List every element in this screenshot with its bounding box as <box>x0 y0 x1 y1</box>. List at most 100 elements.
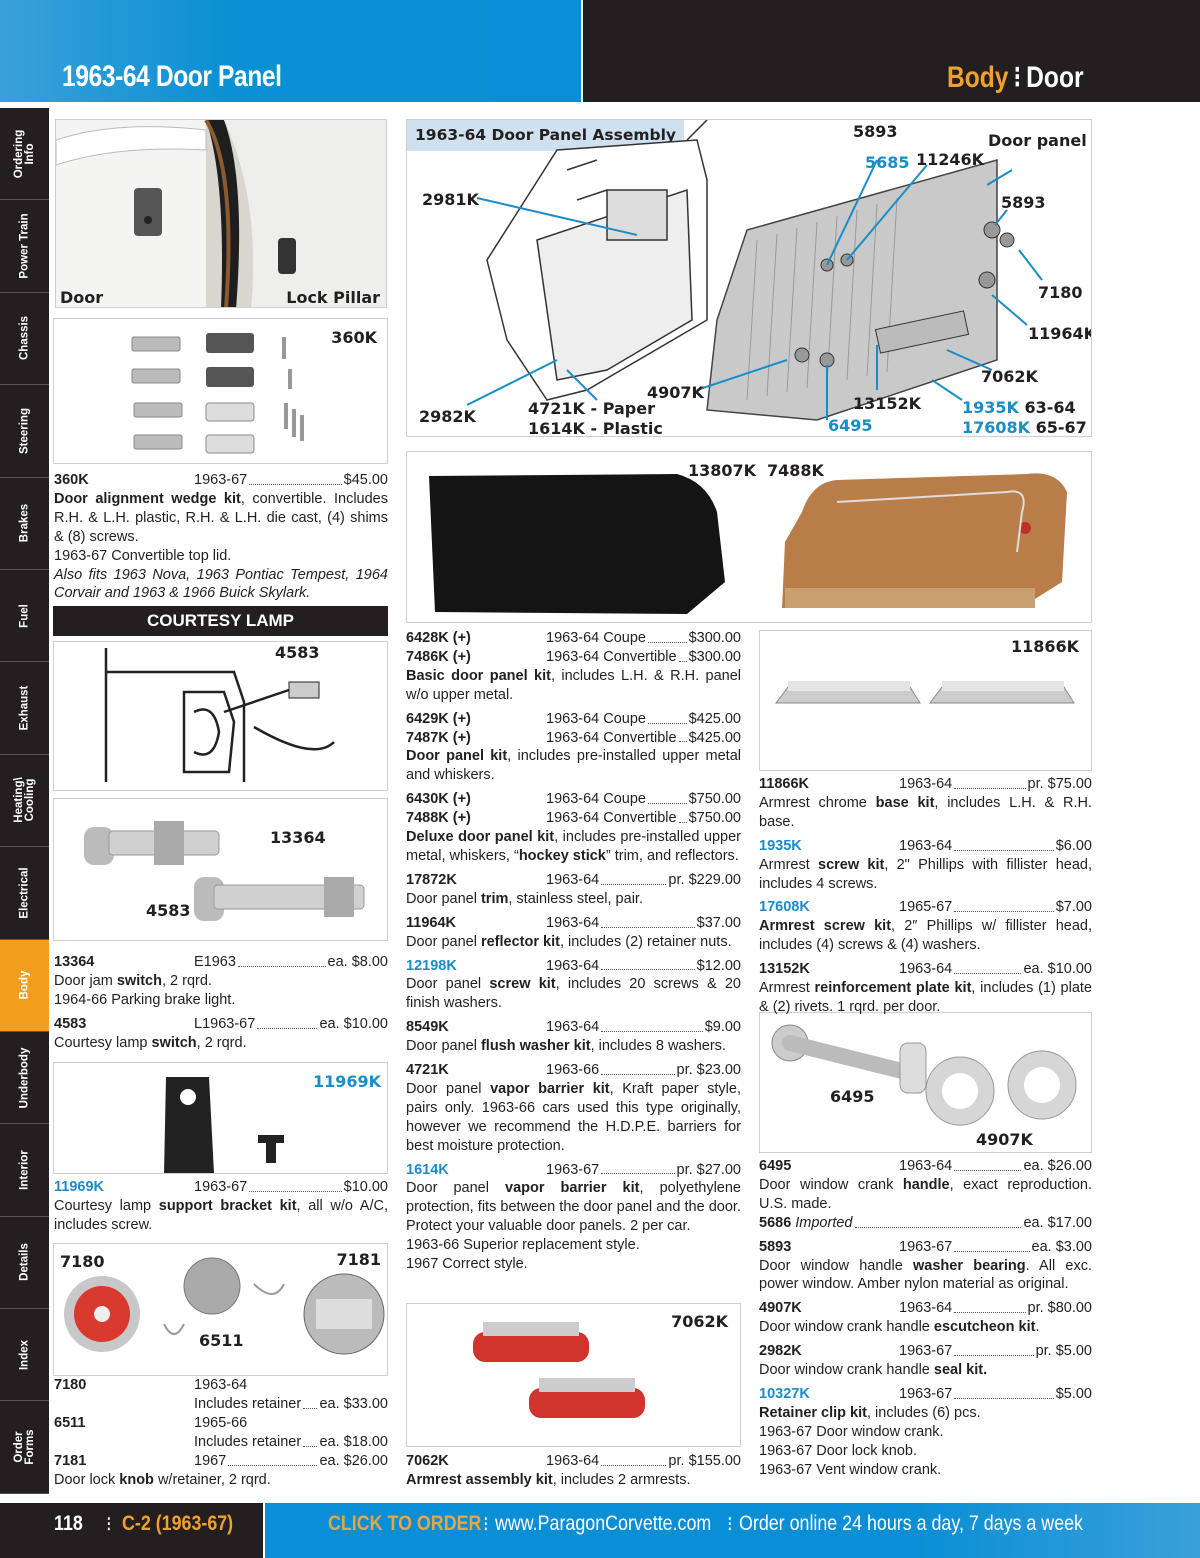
price: ea. $3.00 <box>1031 1238 1092 1255</box>
footer-page-bar <box>0 1503 263 1558</box>
tab-ordering-info[interactable]: Ordering Info <box>0 108 49 201</box>
tab-fuel[interactable]: Fuel <box>0 569 49 663</box>
door-panel-assembly-diagram: 1963-64 Door Panel Assembly 5893 5685 11… <box>406 119 1092 437</box>
part-number[interactable]: 11964K <box>406 914 456 931</box>
part-number[interactable]: 13364 <box>54 954 95 970</box>
part-number[interactable]: 7181 <box>54 1452 87 1469</box>
desc-text: , 2" Phillips with fillister head, inclu… <box>759 856 1092 892</box>
tab-heating-cooling[interactable]: Heating\ Cooling <box>0 754 49 848</box>
part-number[interactable]: 6511 <box>54 1414 86 1431</box>
desc-text: , includes (2) retainer nuts. <box>559 933 732 950</box>
keyword: vapor barrier kit <box>490 1080 610 1097</box>
part-number[interactable]: 17872K <box>406 871 457 888</box>
description: Door alignment wedge kit, convertible. I… <box>54 490 388 547</box>
leader-dots <box>601 1061 675 1075</box>
tab-details[interactable]: Details <box>0 1216 49 1310</box>
keyword: base kit <box>875 794 935 811</box>
part-number[interactable]: 6429K (+) <box>406 710 471 727</box>
part-number[interactable]: 12198K <box>406 957 457 974</box>
part-number[interactable]: 11969K <box>54 1179 104 1195</box>
tab-body[interactable]: Body <box>0 939 49 1032</box>
click-to-order-link[interactable]: CLICK TO ORDER <box>328 1512 482 1535</box>
year-range: E1963 <box>194 954 236 970</box>
price: ea. $18.00 <box>319 1433 388 1450</box>
part-number[interactable]: 7180 <box>54 1377 87 1393</box>
wedge-kit-illustration <box>131 333 304 454</box>
keyword: Retainer clip kit <box>759 1404 867 1421</box>
leader-dots <box>678 729 687 743</box>
courtesy-lamp-drawing: 4583 <box>53 641 388 791</box>
part-number[interactable]: 7488K (+) <box>406 810 471 827</box>
part-number[interactable]: 13152K <box>759 961 810 978</box>
price: $750.00 <box>688 791 741 808</box>
leader-dots <box>678 648 687 662</box>
diagram-label-5893-right: 5893 <box>1001 193 1046 212</box>
desc-text: , Kraft paper style, pairs only. 1963-66… <box>406 1080 741 1154</box>
breadcrumb-subsection: Door <box>1026 61 1084 94</box>
leader-dots <box>249 471 342 485</box>
tab-label: Steering <box>18 407 30 454</box>
part-number[interactable]: 6495 <box>759 1158 792 1174</box>
breadcrumb-section[interactable]: Body <box>947 61 1009 94</box>
part-number[interactable]: 7487K (+) <box>406 729 471 746</box>
part-number[interactable]: 6430K (+) <box>406 791 471 808</box>
price-row: 4721K 1963-66 pr. $23.00 <box>406 1061 741 1080</box>
desc-text: , all w/o A/C, includes screw. <box>54 1197 389 1233</box>
tab-power-train[interactable]: Power Train <box>0 200 49 293</box>
price: pr. $23.00 <box>676 1062 742 1079</box>
tab-brakes[interactable]: Brakes <box>0 477 49 570</box>
part-number[interactable]: 7062K <box>406 1453 449 1469</box>
part-number[interactable]: 1935K <box>759 837 802 854</box>
leader-dots <box>954 898 1054 913</box>
year-range: 1963-64 <box>546 1019 600 1036</box>
desc-text: Door panel <box>406 1080 491 1097</box>
tab-electrical[interactable]: Electrical <box>0 847 49 940</box>
part-number[interactable]: 5893 <box>759 1238 792 1255</box>
part-number[interactable]: 4907K <box>759 1300 802 1317</box>
desc-text: Armrest <box>759 980 815 997</box>
tab-underbody[interactable]: Underbody <box>0 1031 49 1125</box>
tab-interior[interactable]: Interior <box>0 1124 49 1217</box>
tab-chassis[interactable]: Chassis <box>0 292 49 386</box>
product-image-lock-knobs: 7180 7181 6511 <box>53 1243 388 1376</box>
year-range: 1963-64 <box>899 837 953 854</box>
year-range: 1963-66 <box>546 1062 600 1079</box>
price-row: 6428K (+)1963-64 Coupe$300.00 <box>406 629 741 648</box>
label-door: Door <box>60 288 104 307</box>
part-number[interactable]: 4721K <box>406 1062 449 1079</box>
tab-index[interactable]: Index <box>0 1309 49 1402</box>
label-11866k: 11866K <box>1010 637 1079 656</box>
diagram-label-11246k: 11246K <box>916 150 985 169</box>
part-number[interactable]: 360K <box>54 472 89 488</box>
footer-separator: ⁝ <box>483 1513 489 1536</box>
part-number[interactable]: 5686 <box>759 1214 792 1231</box>
exploded-view-drawing <box>466 120 1043 421</box>
part-number[interactable]: 6428K (+) <box>406 630 471 646</box>
price: $37.00 <box>696 914 741 931</box>
tab-order-forms[interactable]: Order Forms <box>0 1401 49 1494</box>
part-number[interactable]: 1614K <box>406 1161 449 1178</box>
part-number[interactable]: 4583 <box>54 1015 87 1032</box>
label-7180: 7180 <box>60 1252 105 1271</box>
tab-steering[interactable]: Steering <box>0 385 49 478</box>
part-number[interactable]: 11866K <box>759 776 809 792</box>
part-number[interactable]: 7486K (+) <box>406 648 471 665</box>
description: Door lock knob w/retainer, 2 rqrd. <box>54 1471 388 1490</box>
desc-text: Courtesy lamp <box>54 1197 159 1214</box>
website-link[interactable]: www.ParagonCorvette.com <box>495 1512 712 1535</box>
part-number[interactable]: 8549K <box>406 1019 449 1036</box>
desc-text: 1964-66 Parking brake light. <box>54 991 236 1008</box>
part-number[interactable]: 2982K <box>759 1343 802 1360</box>
part-number[interactable]: 10327K <box>759 1385 810 1402</box>
diagram-label-2982k: 2982K <box>419 407 476 426</box>
leader-dots <box>257 1015 318 1029</box>
tab-exhaust[interactable]: Exhaust <box>0 662 49 755</box>
leader-dots <box>678 809 687 824</box>
part-number[interactable]: 17608K <box>759 899 810 916</box>
description: 1963-67 Vent window crank. <box>759 1461 1092 1480</box>
